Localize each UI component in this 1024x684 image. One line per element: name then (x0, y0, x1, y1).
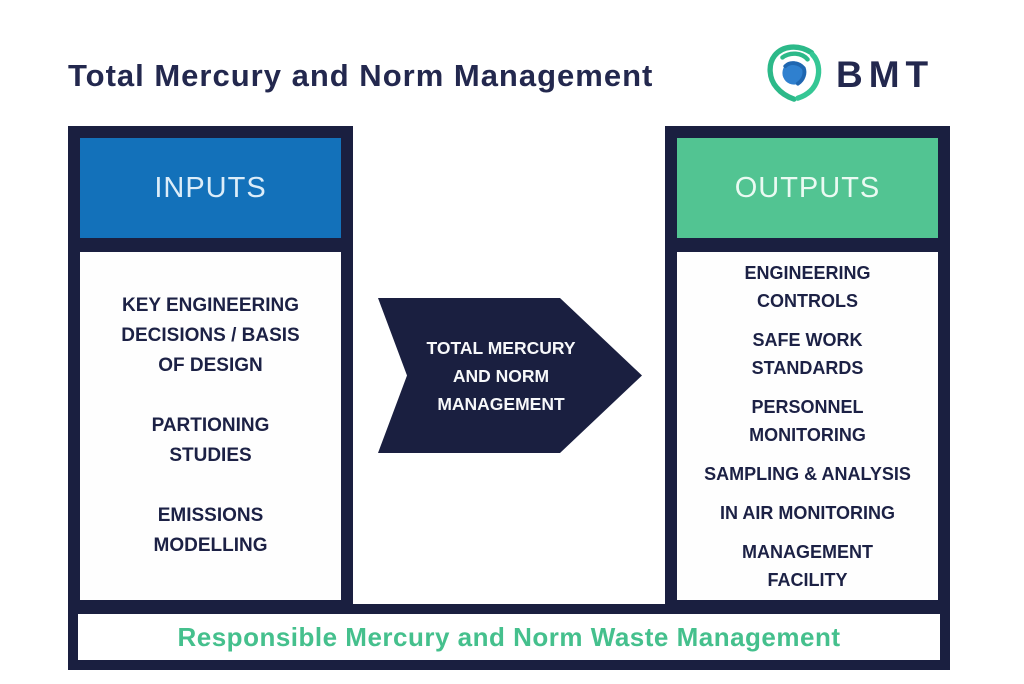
bmt-logo: BMT (764, 42, 934, 107)
inputs-panel: INPUTS KEY ENGINEERING DECISIONS / BASIS… (68, 126, 353, 616)
arrow-label: TOTAL MERCURY AND NORM MANAGEMENT (426, 337, 576, 414)
output-item: SAMPLING & ANALYSIS (704, 463, 911, 484)
output-item: PERSONNEL MONITORING (749, 396, 866, 445)
input-item: KEY ENGINEERING DECISIONS / BASIS OF DES… (121, 295, 300, 376)
input-item: PARTIONING STUDIES (151, 415, 270, 466)
outputs-list: ENGINEERING CONTROLS SAFE WORK STANDARDS… (677, 252, 938, 600)
bmt-logo-text: BMT (836, 53, 935, 95)
inputs-header: INPUTS (80, 138, 341, 238)
inputs-list: KEY ENGINEERING DECISIONS / BASIS OF DES… (80, 252, 341, 600)
outputs-panel: OUTPUTS ENGINEERING CONTROLS SAFE WORK S… (665, 126, 950, 616)
output-item: IN AIR MONITORING (720, 502, 895, 523)
output-item: SAFE WORK STANDARDS (751, 329, 864, 378)
arrow-shape-icon (378, 298, 642, 453)
bmt-shield-globe-icon (764, 42, 826, 107)
output-item: MANAGEMENT FACILITY (742, 541, 873, 590)
footer-label: Responsible Mercury and Norm Waste Manag… (177, 621, 841, 652)
footer-banner: Responsible Mercury and Norm Waste Manag… (68, 604, 950, 670)
outputs-header: OUTPUTS (677, 138, 938, 238)
page-title: Total Mercury and Norm Management (68, 58, 654, 93)
output-item: ENGINEERING CONTROLS (744, 262, 871, 311)
input-item: EMISSIONS MODELLING (153, 505, 268, 556)
process-arrow: TOTAL MERCURY AND NORM MANAGEMENT (378, 298, 642, 453)
